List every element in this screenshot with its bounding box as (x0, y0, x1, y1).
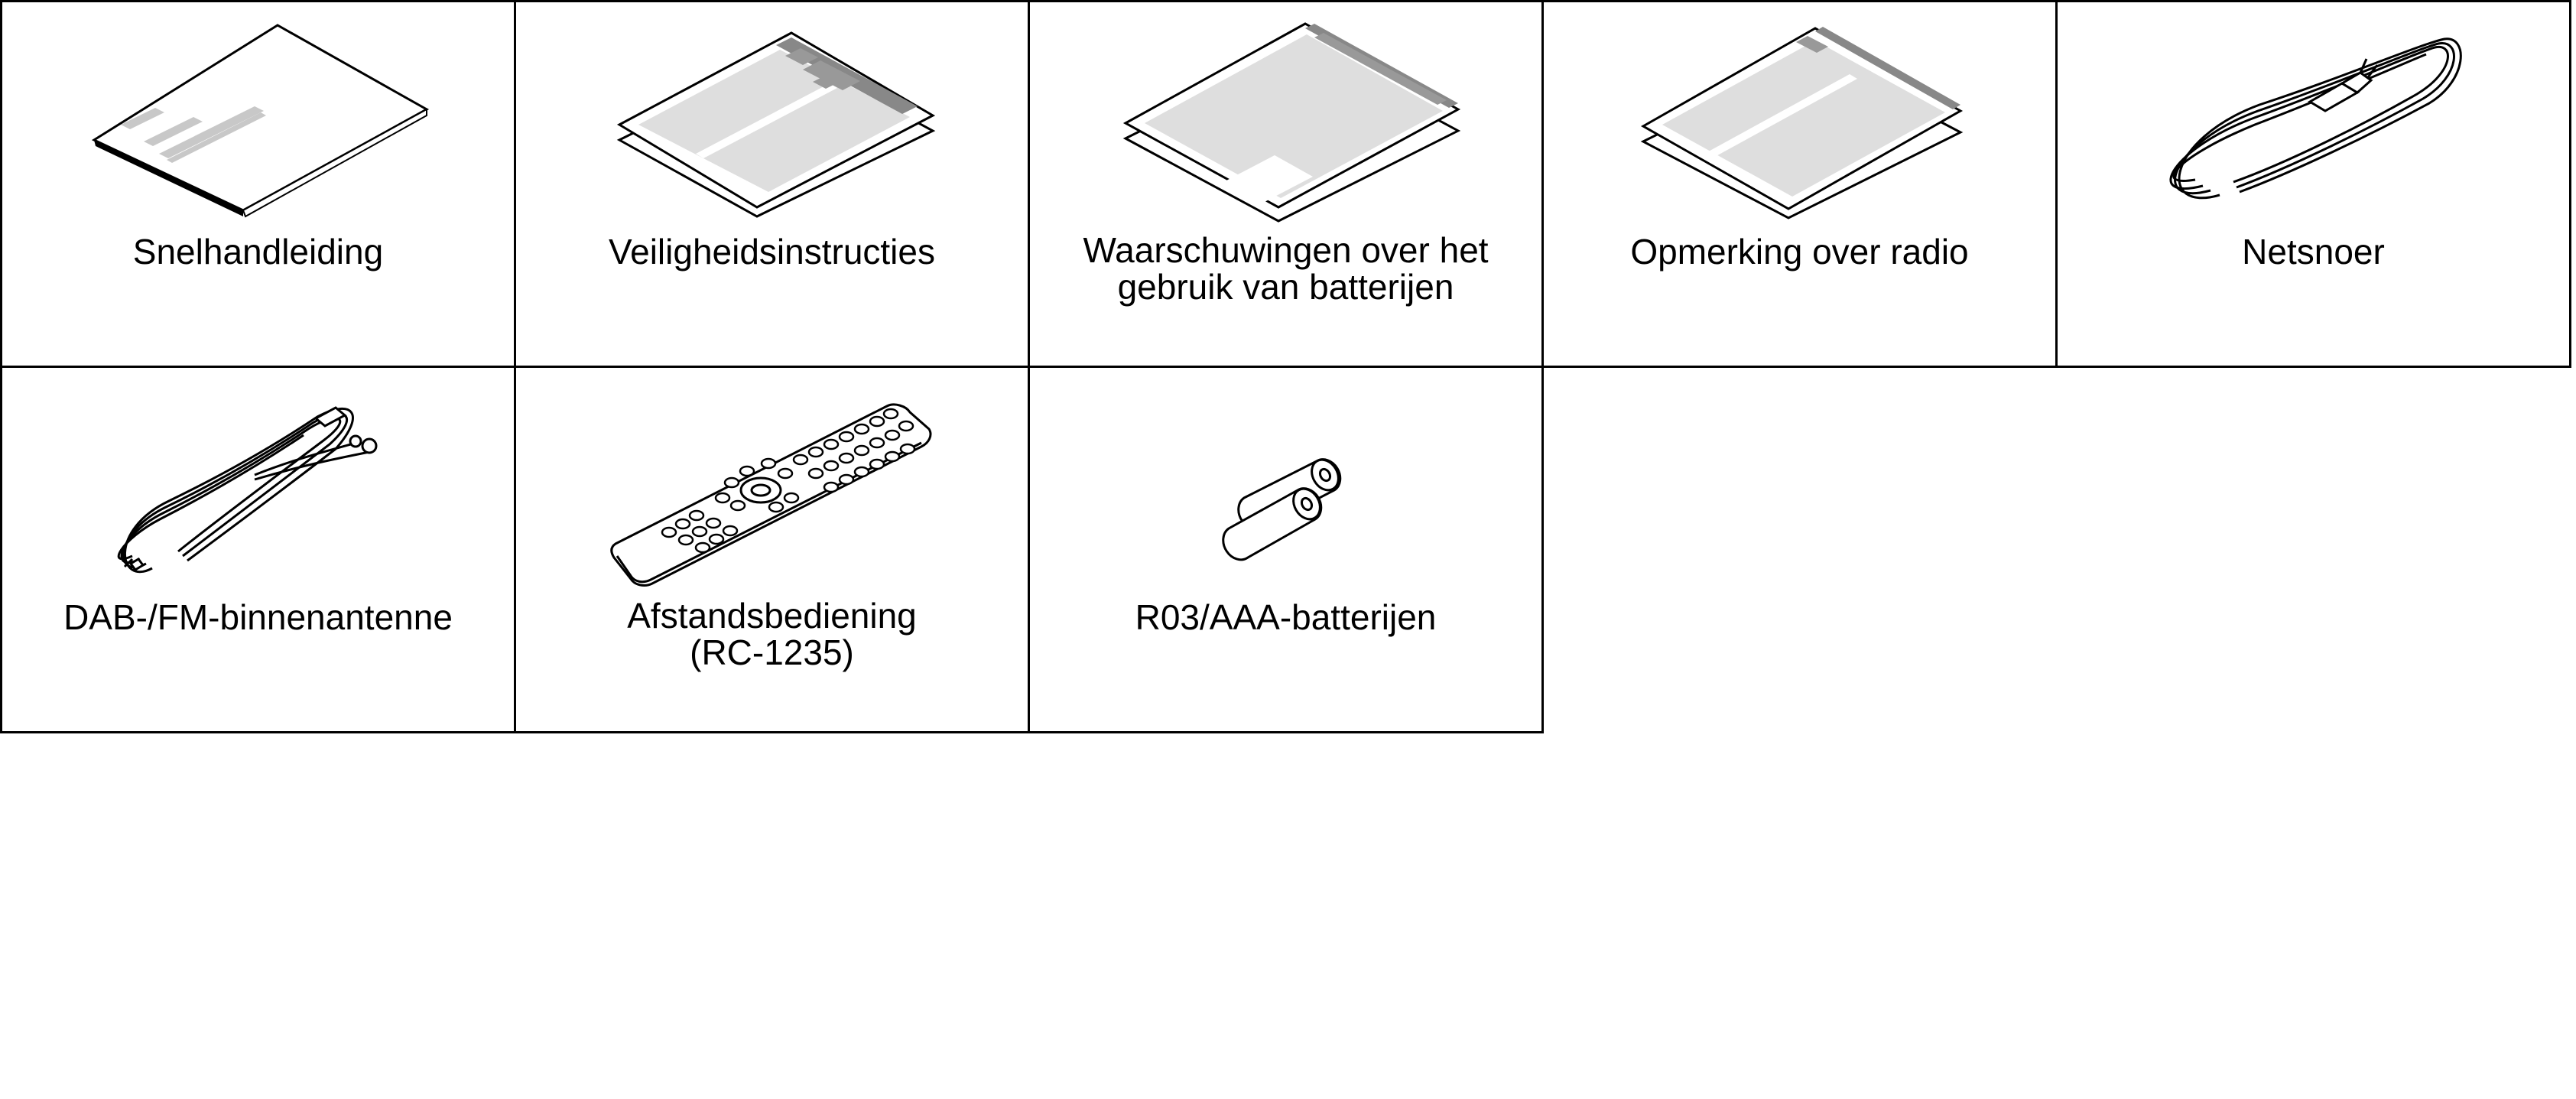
accessory-label-line: Afstandsbediening (627, 596, 917, 636)
accessory-cell-battery-warnings: Waarschuwingen over het gebruik van batt… (1028, 0, 1544, 368)
accessory-label-line: (RC-1235) (690, 632, 854, 672)
aaa-batteries-icon (1030, 376, 1541, 590)
accessory-cell-quick-guide: Snelhandleiding (0, 0, 516, 368)
radio-notice-sheet-icon (1544, 10, 2055, 224)
remote-control-icon (516, 376, 1028, 590)
accessory-cell-remote-control: Afstandsbediening (RC-1235) (514, 366, 1030, 733)
accessory-label: Opmerking over radio (1630, 232, 1969, 271)
accessory-label: R03/AAA-batterijen (1135, 597, 1437, 637)
accessory-cell-aaa-batteries: R03/AAA-batterijen (1028, 366, 1544, 733)
accessory-label-line: gebruik van batterijen (1117, 267, 1454, 307)
accessory-label: Snelhandleiding (132, 232, 384, 271)
accessory-label: Waarschuwingen over het gebruik van batt… (1030, 232, 1541, 305)
safety-instructions-sheet-icon (516, 10, 1028, 224)
quick-guide-booklet-icon (2, 10, 514, 224)
accessory-cell-power-cord: Netsnoer (2055, 0, 2571, 368)
accessory-cell-safety-instructions: Veiligheidsinstructies (514, 0, 1030, 368)
accessory-label: Netsnoer (2242, 232, 2385, 271)
indoor-antenna-icon (2, 376, 514, 590)
power-cord-icon (2058, 10, 2569, 224)
accessory-label: Veiligheidsinstructies (608, 232, 935, 271)
battery-warning-sheet-icon (1030, 10, 1541, 224)
accessory-cell-indoor-antenna: DAB-/FM-binnenantenne (0, 366, 516, 733)
accessory-label: Afstandsbediening (RC-1235) (516, 597, 1028, 671)
accessory-label-line: Waarschuwingen over het (1083, 230, 1489, 270)
accessory-cell-radio-notice: Opmerking over radio (1541, 0, 2058, 368)
accessory-label: DAB-/FM-binnenantenne (63, 597, 453, 637)
accessories-grid: Snelhandleiding Veiligheidsinstructies (0, 0, 2571, 733)
